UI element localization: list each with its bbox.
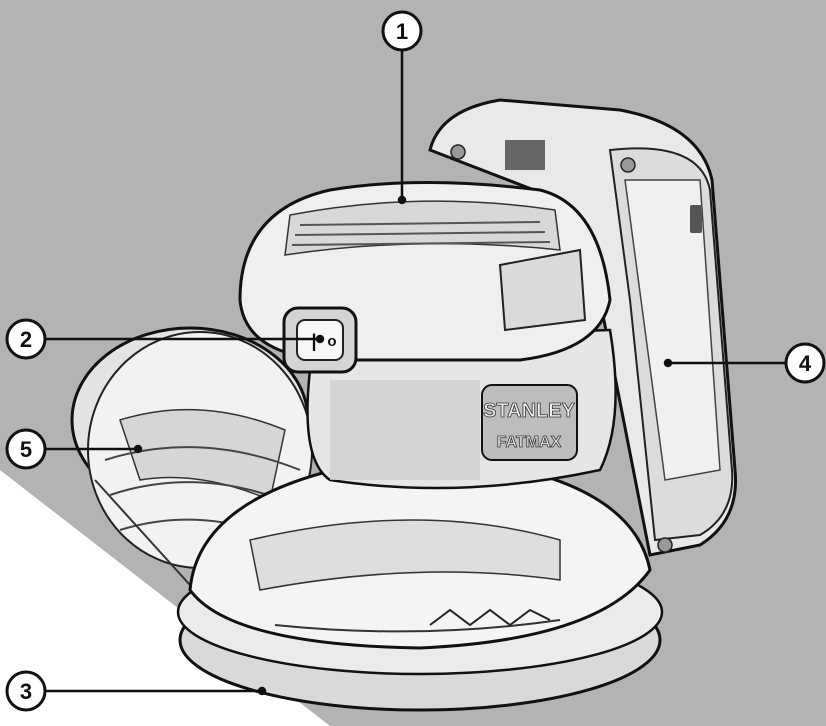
callout-2: 2 <box>5 318 47 360</box>
motor-vent <box>498 248 587 332</box>
battery-latch <box>690 205 702 233</box>
leader-lines <box>45 50 790 696</box>
leader-dot-2 <box>315 334 325 344</box>
brand-badge: STANLEY FATMAX <box>481 384 578 461</box>
grip-texture <box>330 380 480 480</box>
callout-4-label: 4 <box>799 351 812 376</box>
callout-5-label: 5 <box>20 437 32 462</box>
callout-4: 4 <box>784 342 826 384</box>
leader-dot-4 <box>663 358 673 368</box>
battery-vent <box>505 140 545 170</box>
subbrand-name: FATMAX <box>497 434 562 451</box>
callout-1-label: 1 <box>396 19 408 44</box>
callout-3: 3 <box>5 670 47 712</box>
leader-dot-5 <box>133 444 143 454</box>
screw-icon <box>620 157 636 173</box>
screw-icon <box>657 537 673 553</box>
callout-1: 1 <box>381 10 423 52</box>
sander-neck: STANLEY FATMAX <box>306 328 617 490</box>
callout-3-label: 3 <box>20 679 32 704</box>
screw-icon <box>450 144 466 160</box>
switch-off-symbol: o <box>327 333 336 350</box>
callout-2-label: 2 <box>20 327 32 352</box>
sander-base <box>176 453 664 712</box>
callout-5: 5 <box>5 428 47 470</box>
brand-name: STANLEY <box>483 400 576 422</box>
leader-dot-1 <box>397 195 407 205</box>
leader-dot-3 <box>257 686 267 696</box>
switch-on-symbol: | <box>311 331 316 351</box>
battery-pack <box>428 98 738 557</box>
